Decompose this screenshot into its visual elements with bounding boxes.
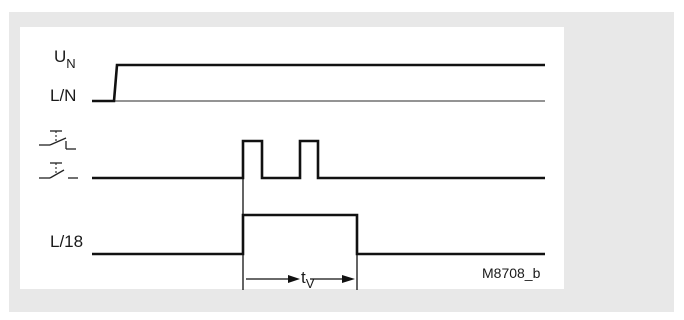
pushbutton-contact-symbol [39, 130, 76, 150]
neutral-label: L/N [50, 86, 76, 105]
tv-arrow-right-head [288, 275, 300, 283]
diagram-card [20, 27, 564, 289]
pushbutton-no-contact-symbol [39, 162, 78, 179]
supply-waveform [92, 63, 545, 103]
output-label: L/18 [50, 232, 83, 251]
tv-label: tV [301, 268, 315, 291]
output-waveform [92, 213, 545, 256]
figure-code: M8708_b [482, 265, 541, 281]
tv-arrow-end-head [342, 275, 355, 283]
switch-waveform [92, 139, 545, 180]
supply-label: UN [54, 47, 76, 71]
